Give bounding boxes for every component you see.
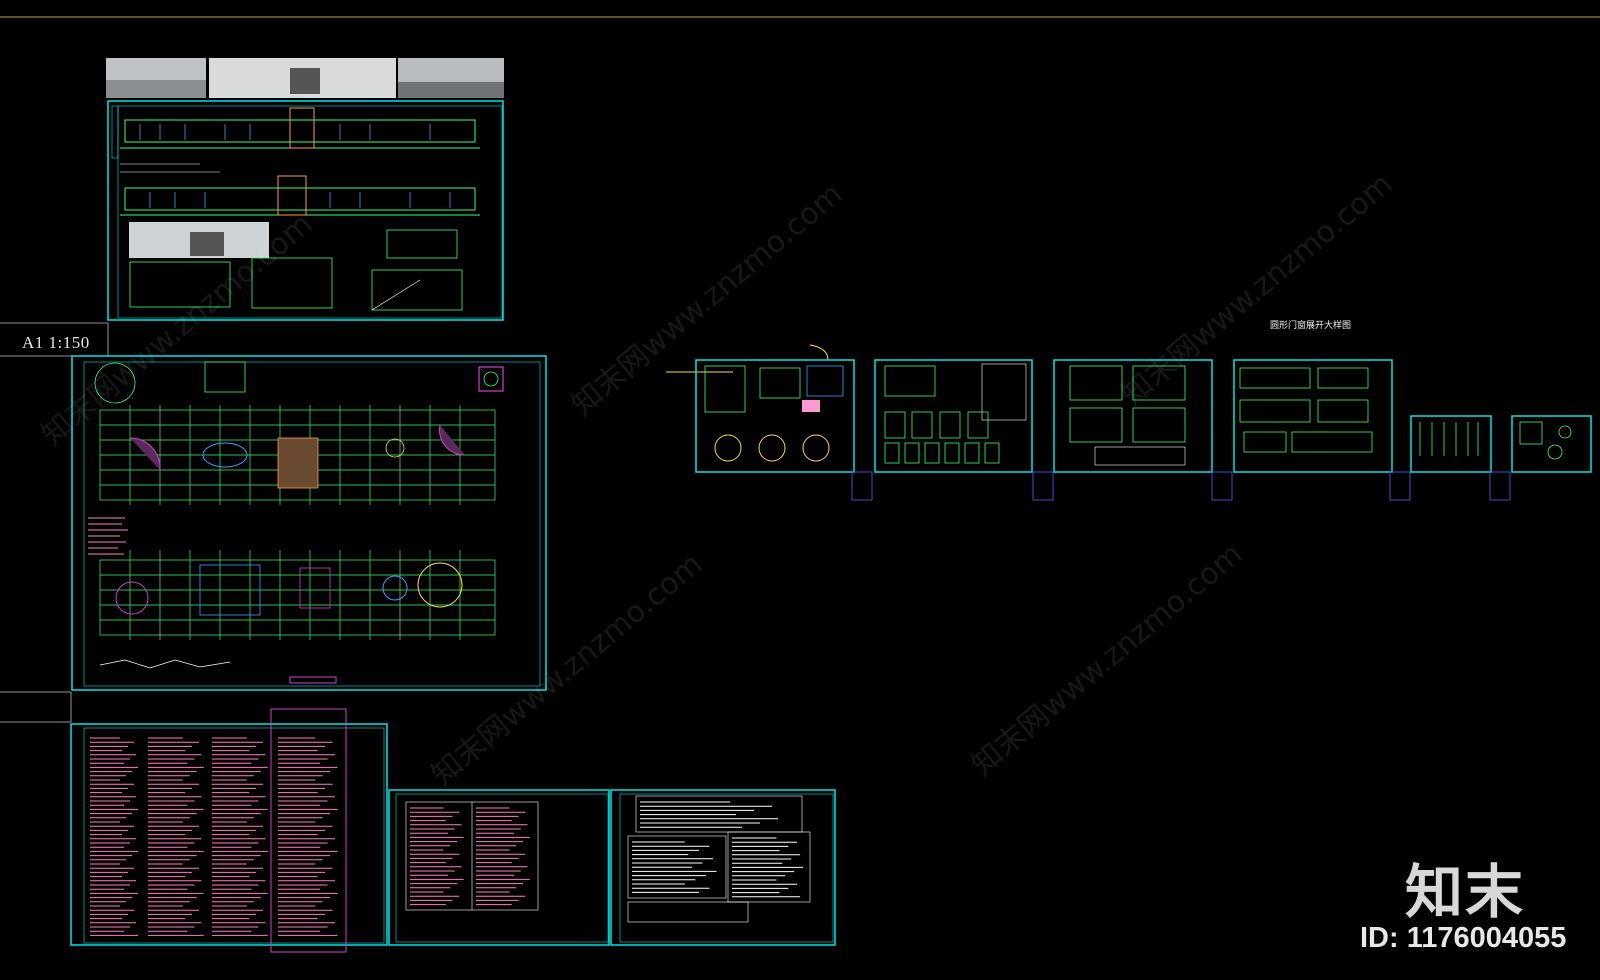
notes-text-lines: [90, 737, 338, 936]
scale-label-frame: [0, 322, 109, 723]
detail-sheets[interactable]: [666, 344, 1592, 501]
floor-plan-sheet[interactable]: [71, 355, 547, 691]
spec-table-rows: [632, 801, 804, 898]
schedule-sheet[interactable]: [388, 789, 610, 946]
notes-sheet[interactable]: [70, 708, 388, 953]
watermark-logo: 知末: [1405, 858, 1526, 926]
asset-id-label: ID: 1176004055: [1360, 922, 1567, 954]
elevation-sheet[interactable]: [106, 58, 504, 321]
render-thumbnails: [106, 58, 504, 98]
scale-label: A1 1:150: [22, 333, 90, 352]
spec-sheet[interactable]: [610, 789, 836, 946]
detail-sheet-title: 圆形门窗展开大样图: [1270, 321, 1352, 331]
schedule-table-rows: [410, 807, 530, 906]
